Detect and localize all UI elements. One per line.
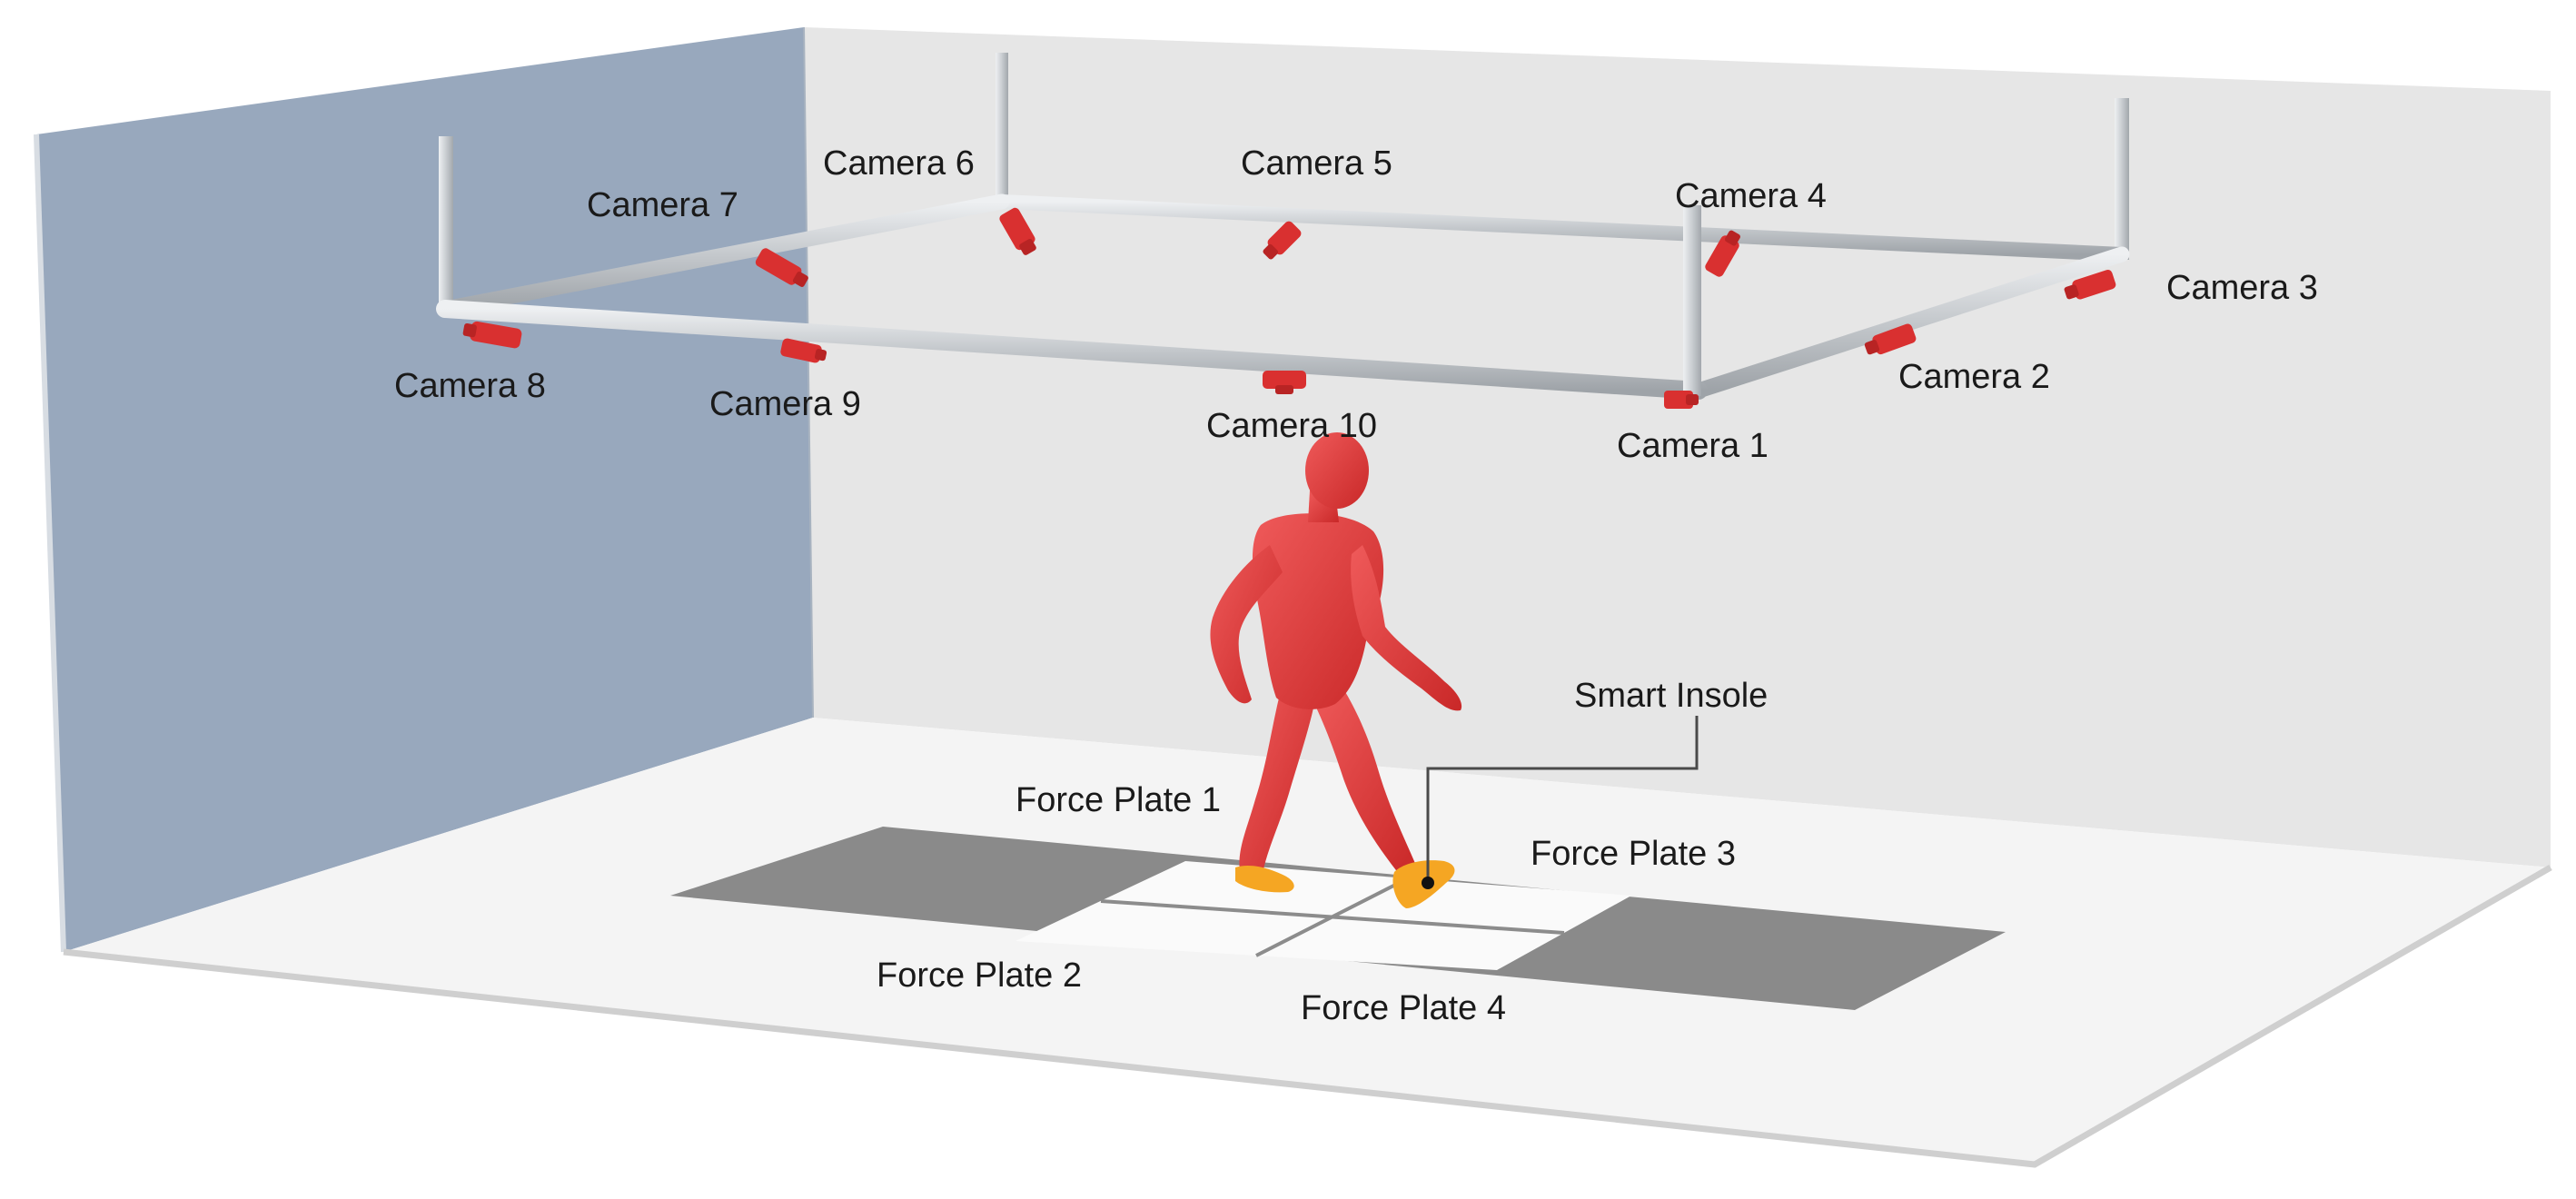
force-plate-label-3: Force Plate 3	[1531, 835, 1736, 873]
camera-device-4	[1705, 230, 1740, 277]
force-plate-labels: Force Plate 1 Force Plate 2 Force Plate …	[877, 781, 1736, 1027]
camera-device-10	[1263, 371, 1306, 394]
force-plate-label-1: Force Plate 1	[1016, 781, 1221, 819]
camera-label-5: Camera 5	[1241, 144, 1392, 183]
figure-front-leg	[1308, 690, 1417, 874]
back-wall	[804, 27, 2551, 867]
camera-label-6: Camera 6	[823, 144, 975, 183]
frame-post-front-right	[1683, 205, 1701, 396]
camera-label-9: Camera 9	[709, 385, 861, 423]
camera-device-3	[2064, 269, 2116, 300]
camera-device-7	[755, 248, 808, 287]
figure-back-arm	[1210, 545, 1283, 704]
camera-label-2: Camera 2	[1898, 358, 2050, 396]
camera-label-8: Camera 8	[394, 367, 546, 405]
back-wall-corner	[803, 26, 814, 718]
left-wall	[36, 27, 813, 952]
force-plate-label-4: Force Plate 4	[1301, 989, 1506, 1027]
camera-label-1: Camera 1	[1617, 427, 1769, 465]
figure-torso	[1253, 513, 1384, 709]
camera-device-9	[780, 338, 827, 363]
frame-bar-front	[436, 300, 1708, 400]
floor-front-edge	[63, 864, 2552, 1168]
walking-figure	[1210, 432, 1462, 874]
camera-device-6	[999, 207, 1036, 255]
smart-insole-callout	[1422, 716, 1699, 889]
camera-labels: Camera 1 Camera 2 Camera 3 Camera 4 Came…	[394, 144, 2318, 465]
frame-bar-right	[1690, 246, 2130, 399]
camera-device-5	[1263, 221, 1302, 260]
frame-post-back-right	[2115, 98, 2129, 260]
insole-sensor-dot	[1422, 877, 1434, 889]
camera-label-7: Camera 7	[587, 186, 738, 224]
figure-back-foot	[1235, 865, 1294, 893]
figure-back-leg	[1239, 690, 1315, 874]
left-wall-edge	[34, 134, 66, 953]
figure-head	[1305, 432, 1369, 509]
camera-label-10: Camera 10	[1206, 407, 1377, 445]
force-plate-divider-short	[1255, 877, 1409, 957]
callout-leader-line	[1426, 716, 1699, 881]
frame-post-front-left	[439, 136, 453, 314]
smart-insole-label: Smart Insole	[1574, 677, 1768, 715]
camera-frame	[436, 53, 2130, 400]
frame-bar-left	[437, 193, 1010, 317]
figure-front-arm	[1351, 545, 1462, 711]
camera-devices	[462, 207, 2116, 409]
walkway-group	[670, 827, 2006, 1010]
camera-label-3: Camera 3	[2166, 269, 2318, 307]
camera-device-8	[462, 321, 522, 349]
room	[34, 26, 2552, 1168]
camera-label-4: Camera 4	[1675, 177, 1827, 215]
frame-bar-back	[995, 194, 2129, 262]
camera-device-2	[1864, 323, 1917, 355]
force-plate-label-2: Force Plate 2	[877, 956, 1082, 995]
frame-post-back-left	[996, 53, 1008, 205]
camera-device-1	[1664, 391, 1699, 409]
